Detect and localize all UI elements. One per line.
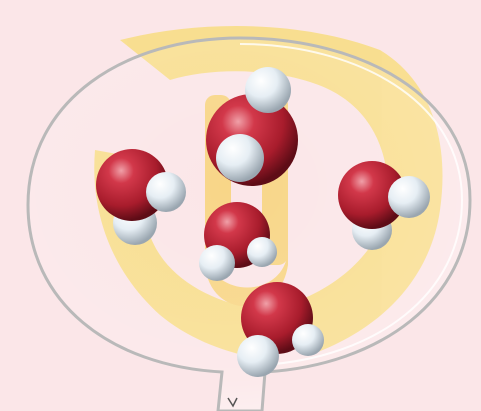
hydrogen-atom <box>292 324 324 356</box>
hydrogen-atom <box>245 67 291 113</box>
hydrogen-atom <box>216 134 264 182</box>
hydrogen-atom <box>247 237 277 267</box>
water-molecule <box>206 67 298 186</box>
hydrogen-atom <box>388 176 430 218</box>
water-molecule <box>96 149 186 245</box>
water-molecule <box>338 161 430 250</box>
tail-mark <box>227 397 238 408</box>
hydrogen-atom <box>237 335 279 377</box>
water-molecule <box>199 202 277 281</box>
oxygen-atom <box>338 161 406 229</box>
water-molecule <box>237 282 324 377</box>
hydrogen-atom <box>199 245 235 281</box>
hydrogen-atom <box>146 172 186 212</box>
